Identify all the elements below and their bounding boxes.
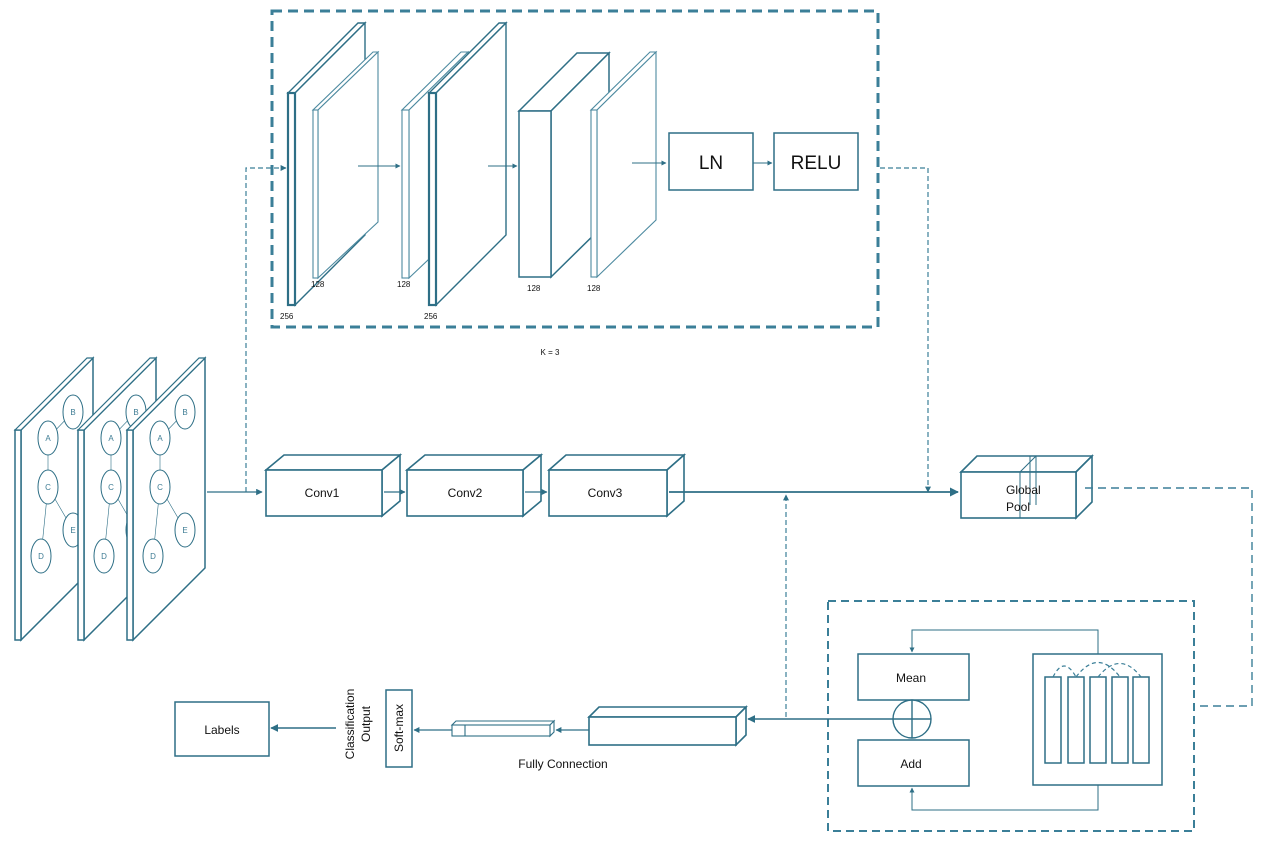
graph-node xyxy=(37,420,59,456)
graph-input-sheet: A B C D E xyxy=(125,356,207,642)
ln-label: LN xyxy=(699,153,723,174)
graph-node-label: B xyxy=(133,408,138,417)
classification-output-line1: Classification xyxy=(343,689,357,760)
ln-box xyxy=(668,132,754,191)
graph-node-label: C xyxy=(157,483,163,492)
graph-input-sheet: A B C D E xyxy=(13,356,95,642)
dim-label-128-c: 128 xyxy=(527,284,541,293)
feature-map-256-b xyxy=(427,21,508,307)
add-box xyxy=(857,739,970,787)
graph-node-label: C xyxy=(45,483,51,492)
dim-label-128-b: 128 xyxy=(397,280,411,289)
dim-label-128-d: 128 xyxy=(587,284,601,293)
graph-input-stack: ABCDEABCDEABCDE xyxy=(13,356,207,642)
arrow-features-to-add xyxy=(909,785,1099,811)
graph-node-label: E xyxy=(70,526,75,535)
conv-chain xyxy=(263,453,687,518)
dashed-relu-to-pool xyxy=(880,167,931,493)
graph-node xyxy=(174,512,196,548)
conv3-label: Conv3 xyxy=(588,486,623,500)
classification-output-line2: Output xyxy=(359,705,373,742)
kernel-note: K = 3 xyxy=(541,348,560,357)
graph-node-label: D xyxy=(150,552,156,561)
relu-label: RELU xyxy=(791,153,842,174)
softmax-box xyxy=(385,689,413,768)
fully-connection-label: Fully Connection xyxy=(518,757,607,771)
aggregation-block-border xyxy=(827,600,1195,832)
graph-node xyxy=(62,394,84,430)
fc-block xyxy=(587,705,748,747)
graph-node xyxy=(100,469,122,505)
dashed-input-to-residual xyxy=(245,165,287,492)
relu-box xyxy=(773,132,859,191)
dim-label-256-a: 256 xyxy=(280,312,294,321)
conv2-block xyxy=(404,453,544,518)
mean-label: Mean xyxy=(896,671,926,685)
arrow-features-to-mean xyxy=(909,629,1099,654)
graph-node-label: C xyxy=(108,483,114,492)
mean-box xyxy=(857,653,970,701)
global-pool-label-line2: Pool xyxy=(1006,500,1030,514)
graph-node-label: E xyxy=(182,526,187,535)
node-feature-columns xyxy=(1044,676,1150,764)
global-pool-block xyxy=(959,454,1094,520)
graph-node-label: A xyxy=(157,434,163,443)
feature-map-128-d xyxy=(589,50,658,279)
graph-node xyxy=(142,538,164,574)
graph-node-label: A xyxy=(45,434,51,443)
add-label: Add xyxy=(900,757,921,771)
global-pool-label-line1: Global xyxy=(1006,483,1041,497)
dim-label-256-b: 256 xyxy=(424,312,438,321)
residual-block-border xyxy=(270,9,880,329)
graph-node xyxy=(149,469,171,505)
labels-label: Labels xyxy=(204,723,239,737)
conv1-label: Conv1 xyxy=(305,486,340,500)
graph-node-label: D xyxy=(38,552,44,561)
dashed-pool-to-aggregation xyxy=(1085,487,1253,707)
graph-node xyxy=(174,394,196,430)
dim-label-128-a: 128 xyxy=(311,280,325,289)
node-feature-dashed-arcs xyxy=(1052,661,1142,678)
graph-node-label: B xyxy=(70,408,75,417)
softmax-label: Soft-max xyxy=(392,704,406,752)
fc-vector-bar xyxy=(450,719,556,738)
conv3-block xyxy=(546,453,687,518)
labels-box xyxy=(174,701,270,757)
conv1-block xyxy=(263,453,403,518)
graph-node-label: B xyxy=(182,408,187,417)
graph-node xyxy=(100,420,122,456)
graph-node xyxy=(93,538,115,574)
oplus-icon xyxy=(892,699,932,739)
aggregation-block: Mean Add xyxy=(827,600,1195,832)
conv2-label: Conv2 xyxy=(448,486,483,500)
graph-node xyxy=(37,469,59,505)
graph-node-label: D xyxy=(101,552,107,561)
graph-node-label: A xyxy=(108,434,114,443)
feature-map-128-a xyxy=(311,50,380,280)
residual-block: LN RELU 256 128 128 256 128 128 xyxy=(270,9,880,329)
graph-node xyxy=(30,538,52,574)
graph-node xyxy=(149,420,171,456)
